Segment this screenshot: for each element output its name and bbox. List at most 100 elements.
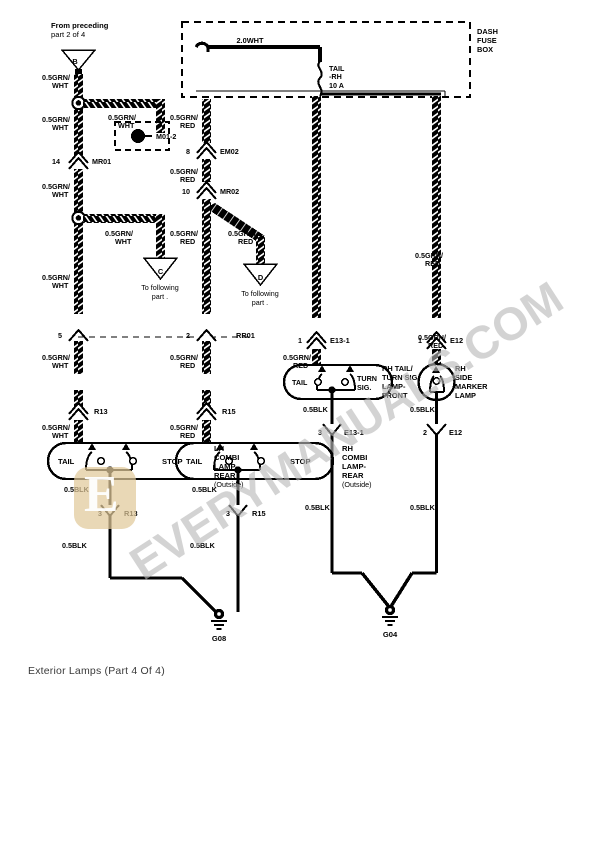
wire-label-l-blk-1: 0.5BLK	[64, 485, 90, 494]
connector-arrow-r15-gnd	[228, 504, 248, 518]
connector-arrow-r13	[68, 401, 89, 421]
wire-seg-m-diag	[206, 203, 265, 241]
connector-d-triangle	[242, 263, 279, 287]
lamp-front-name-2: TURN SIG	[382, 373, 418, 382]
connector-c-note-1: To following	[141, 283, 179, 292]
connector-c-letter: C	[158, 267, 164, 276]
wire-label-l-2b: WHT	[52, 123, 69, 132]
junction-node-left-mid	[71, 210, 86, 226]
junction-node-left-top	[71, 95, 86, 111]
lamp-rh-name-3: LAMP-	[342, 462, 367, 471]
lamp-front-name-1: RH TAIL/	[382, 364, 413, 373]
figure-caption: Exterior Lamps (Part 4 Of 4)	[28, 665, 165, 677]
connector-r13-gnd-name: R13	[124, 509, 138, 518]
lamp-marker-name-1: RH	[455, 364, 466, 373]
connector-arrow-mr01	[68, 150, 89, 170]
lamp-rh-name-1: RH	[342, 444, 353, 453]
lamp-marker-name-2: SIDE	[455, 373, 472, 382]
lamp-lh-name-1: LH	[214, 444, 224, 453]
wire-seg-r2	[312, 342, 321, 370]
connector-rr01-name: RR01	[236, 331, 255, 340]
connector-rr01-left-pin: 5	[58, 331, 62, 340]
connector-e13-1-gnd-name: E13-1	[344, 428, 364, 437]
wire-label-m-3b: RED	[180, 237, 195, 246]
wire-label-m-2b: RED	[180, 175, 195, 184]
lamp-rh-tail-turn-front	[282, 363, 394, 401]
wire-label-l-6b: WHT	[52, 281, 69, 290]
wire-seg-m4	[202, 212, 211, 314]
wire-branch-m01-2-v	[156, 99, 165, 133]
connector-mr01-name: MR01	[92, 157, 111, 166]
connector-mr02-name: MR02	[220, 187, 239, 196]
connector-arrow-rr01-p2	[196, 328, 217, 342]
fuse-tail-rh	[317, 61, 323, 97]
lamp-front-tail-pin: TAIL	[292, 378, 308, 387]
wire-label-r-fuse-2: RED	[428, 341, 443, 350]
wiring-diagram: From preceding part 2 of 4 B DASH FUSE B…	[42, 21, 498, 643]
connector-r15-name: R15	[222, 407, 236, 416]
fuse-label-rating: 10 A	[329, 81, 344, 90]
wire-label-r1a: 0.5GRN/	[283, 353, 311, 362]
lamp-lh-name-2: COMBI	[214, 453, 239, 462]
wire-label-m-5b: RED	[180, 361, 195, 370]
connector-c-note-2: part .	[152, 292, 168, 301]
wire-label-r2-blk-2: 0.5BLK	[410, 503, 436, 512]
wire-seg-m1	[202, 99, 211, 143]
wire-e13-gnd-4	[360, 571, 392, 610]
wire-label-l-4a: 0.5GRN/	[42, 182, 70, 191]
wire-label-l-5a: 0.5GRN/	[105, 229, 133, 238]
wire-label-r-mid-2: RED	[425, 259, 440, 268]
connector-r13-gnd-pin: 3	[98, 509, 102, 518]
wire-seg-m3	[202, 190, 211, 212]
wire-e12-gnd-4	[388, 572, 414, 609]
lamp-front-name-4: FRONT	[382, 391, 408, 400]
source-from-label-line1: From preceding	[51, 21, 109, 30]
lamp-lh-stop-pin: STOP	[162, 457, 183, 466]
wire-label-l-6a: 0.5GRN/	[42, 273, 70, 282]
wire-label-m-6b: RED	[180, 431, 195, 440]
wire-label-r-blk-2: 0.5BLK	[305, 503, 331, 512]
connector-mr01-pin: 14	[52, 157, 60, 166]
connector-b-letter: B	[72, 57, 77, 66]
connector-e13-1-top-pin: 1	[298, 336, 302, 345]
wire-seg-m-dbranch	[256, 236, 265, 264]
wire-label-r1b: RED	[293, 361, 308, 370]
wire-label-m-5a: 0.5GRN/	[170, 353, 198, 362]
ground-g08	[211, 608, 227, 630]
lamp-rh-name-5: (Outside)	[342, 480, 372, 489]
lamp-rh-side-marker	[417, 362, 456, 402]
connector-arrow-r13-gnd	[100, 504, 120, 518]
wire-label-m-blk-2: 0.5BLK	[190, 541, 216, 550]
lamp-lh-name-3: LAMP-	[214, 462, 239, 471]
dash-fuse-box-label-2: FUSE	[477, 36, 497, 45]
connector-e12-top-pin: 1	[418, 336, 422, 345]
wire-label-m-6a: 0.5GRN/	[170, 423, 198, 432]
wire-label-l-1b: WHT	[52, 81, 69, 90]
wire-label-l-3b: WHT	[118, 121, 135, 130]
wire-label-m-4b: RED	[238, 237, 253, 246]
wire-branch-c-v	[156, 214, 165, 258]
connector-rr01-right-pin: 2	[186, 331, 190, 340]
connector-em02-pin: 8	[186, 147, 190, 156]
wire-branch-c-h	[83, 214, 161, 223]
ground-g04	[382, 604, 398, 626]
lamp-rh-tail-pin: TAIL	[186, 457, 203, 466]
wire-label-l-7b: WHT	[52, 361, 69, 370]
wire-seg-m5	[202, 334, 211, 374]
connector-c-triangle	[142, 257, 179, 281]
lamp-rh-stop-pin: STOP	[290, 457, 311, 466]
connector-r15-gnd-name: R15	[252, 509, 266, 518]
connector-e12-top-name: E12	[450, 336, 463, 345]
connector-mr02-pin: 10	[182, 187, 190, 196]
wire-branch-m01-2-h	[83, 99, 161, 108]
wire-label-r-blk-1: 0.5BLK	[303, 405, 329, 414]
wire-label-l-1a: 0.5GRN/	[42, 73, 70, 82]
lamp-rh-name-4: REAR	[342, 471, 364, 480]
connector-e13-1-top-name: E13-1	[330, 336, 350, 345]
connector-em02-name: EM02	[220, 147, 239, 156]
ground-g08-label: G08	[212, 634, 226, 643]
ground-g04-label: G04	[383, 630, 398, 639]
connector-arrow-r15	[196, 401, 217, 421]
lamp-lh-tail-pin: TAIL	[58, 457, 75, 466]
splice-m01-2	[114, 121, 170, 151]
